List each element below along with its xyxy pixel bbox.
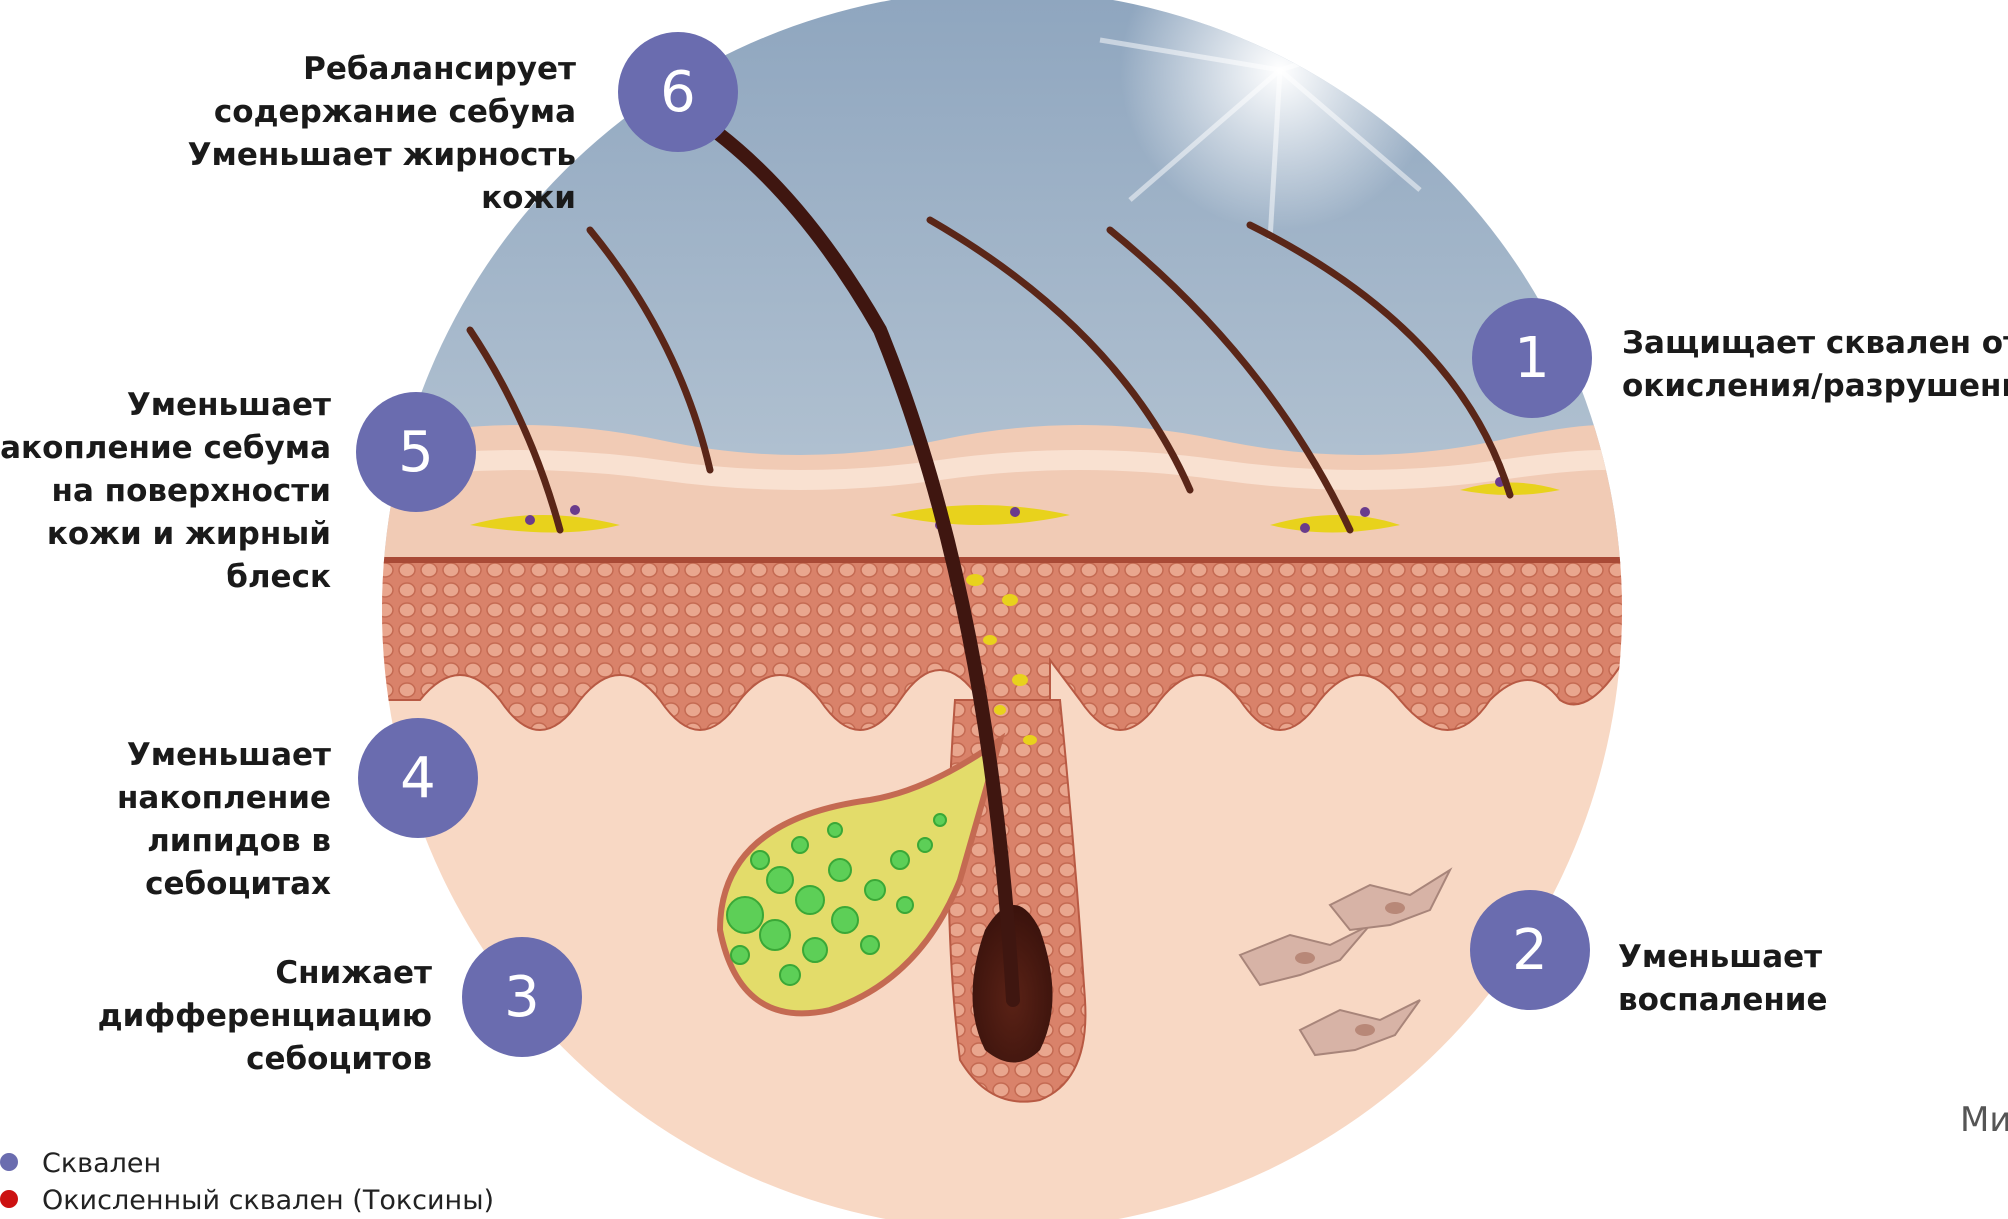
badge-1: 1 <box>1472 298 1592 418</box>
legend-dot-squalene <box>0 1153 18 1171</box>
badge-2: 2 <box>1470 890 1590 1010</box>
legend-dot-oxidized-squalene <box>0 1190 18 1208</box>
benefit-2-label: Уменьшает воспаление <box>1618 936 1828 1022</box>
benefit-5-label: Уменьшает накопление себума на поверхнос… <box>0 384 331 599</box>
brand-logo-fragment: Ми <box>1960 1100 2008 1140</box>
badge-3: 3 <box>462 937 582 1057</box>
benefit-4-label: Уменьшает накопление липидов в себоцитах <box>117 734 331 906</box>
benefit-6-label: Ребалансирует содержание себума Уменьшае… <box>188 48 576 220</box>
benefit-1-label: Защищает сквален от окисления/разрушения <box>1622 322 2008 408</box>
benefit-3-label: Снижает дифференциацию себоцитов <box>98 952 432 1081</box>
badge-4: 4 <box>358 718 478 838</box>
legend: Сквален Окисленный сквален (Токсины) <box>0 1148 600 1218</box>
badge-6: 6 <box>618 32 738 152</box>
badge-5: 5 <box>356 392 476 512</box>
